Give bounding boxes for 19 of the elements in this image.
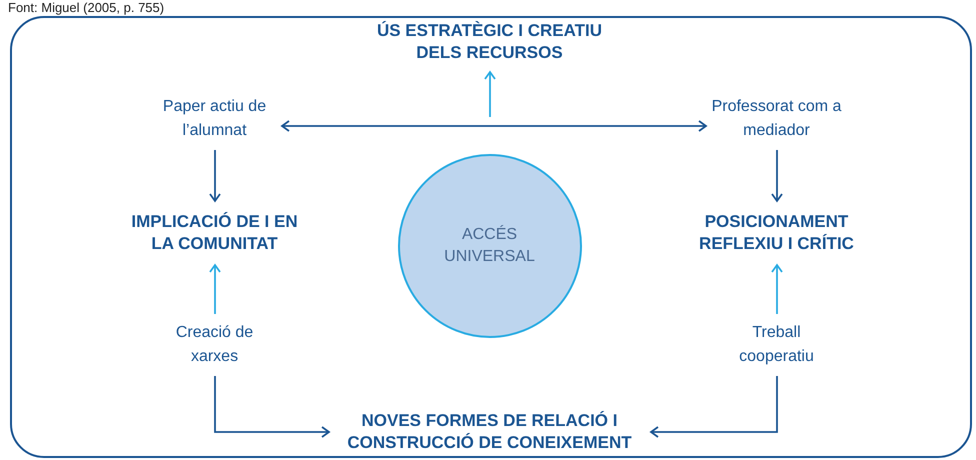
heading-text: ÚS ESTRATÈGIC I CREATIU DELS RECURSOS [376,20,604,64]
circle-label: ACCÉS UNIVERSAL [443,224,536,266]
arrow [771,264,783,314]
heading-text: POSICIONAMENT REFLEXIU I CRÍTIC [698,210,855,254]
concept-text: Paper actiu de l’alumnat [162,96,268,140]
heading-text: IMPLICACIÓ DE I EN LA COMUNITAT [130,210,299,254]
diagram-frame [10,16,972,458]
arrow [214,376,330,438]
concept-text: Creació de xarxes [174,322,254,366]
concept-text: Treball cooperatiu [738,322,815,366]
concept-text: Professorat com a mediador [710,96,842,140]
arrow [281,120,707,132]
arrow [771,150,783,202]
arrow [209,264,221,314]
arrow [650,376,778,438]
arrow [484,71,496,117]
source-note: Font: Miguel (2005, p. 755) [8,0,164,15]
arrow [209,150,221,202]
heading-text: NOVES FORMES DE RELACIÓ I CONSTRUCCIÓ DE CONEIXEMENT [346,410,633,454]
